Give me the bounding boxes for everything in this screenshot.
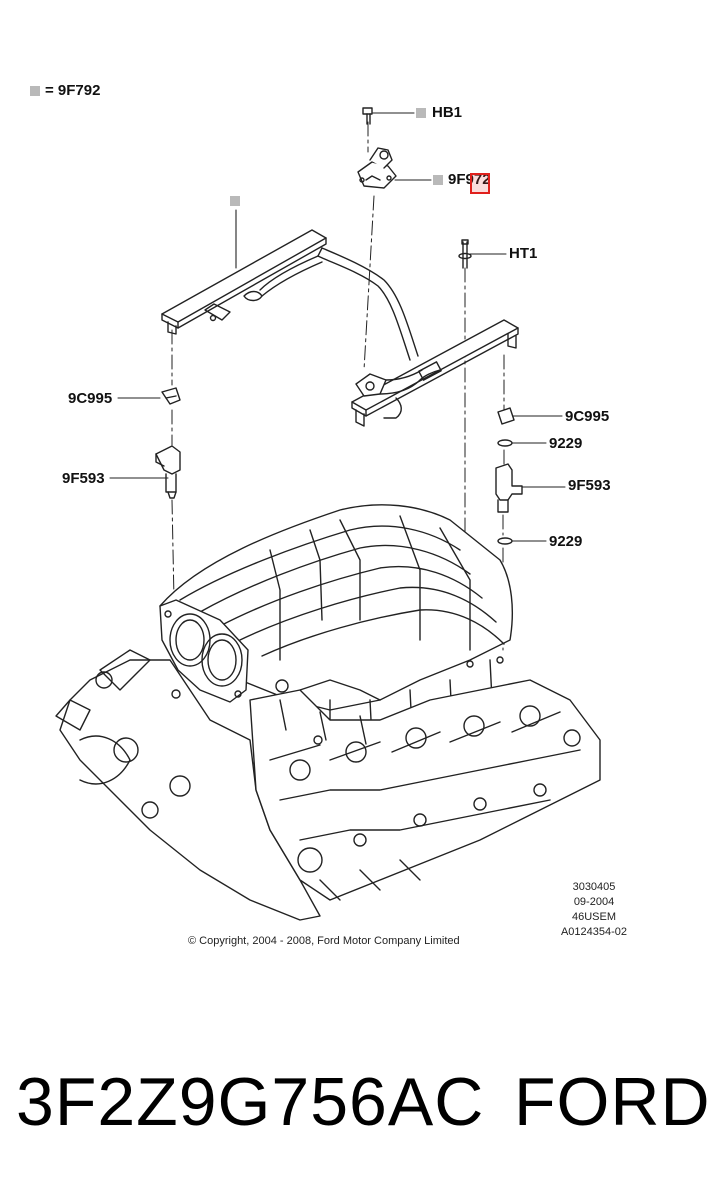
- right-fuel-injector: [495, 463, 523, 513]
- callout-hb1: HB1: [432, 104, 463, 121]
- reference-line-2: 09-2004: [573, 896, 615, 908]
- callout-left-injector: 9F593: [62, 470, 105, 487]
- sensor-marker: [433, 175, 443, 185]
- engine-block: [55, 649, 601, 921]
- callout-oring-lower: 9229: [549, 533, 583, 550]
- right-fuel-rail: [351, 319, 519, 427]
- reference-line-1: 3030405: [572, 881, 616, 893]
- bolt-hb1: [362, 107, 373, 125]
- callout-right-clip: 9C995: [565, 408, 610, 425]
- callout-ht1: HT1: [509, 245, 538, 262]
- highlight-box[interactable]: [470, 173, 490, 194]
- callout-right-injector: 9F593: [568, 477, 611, 494]
- part-number: 3F2Z9G756AC: [16, 1064, 485, 1140]
- left-fuel-injector: [155, 445, 181, 499]
- rail-marker: [230, 196, 240, 206]
- intake-manifold: [159, 504, 514, 741]
- leader-lines: [109, 112, 566, 542]
- bolt-ht1: [458, 239, 472, 269]
- reference-line-4: A0124354-02: [560, 926, 628, 938]
- copyright-text: © Copyright, 2004 - 2008, Ford Motor Com…: [188, 935, 460, 947]
- hb1-marker: [416, 108, 426, 118]
- callout-oring-upper: 9229: [549, 435, 583, 452]
- callout-sensor: 9F972: [448, 171, 491, 188]
- reference-line-3: 46USEM: [571, 911, 617, 923]
- left-fuel-rail: [161, 229, 327, 335]
- reference-block: 3030405 09-2004 46USEM A0124354-02: [552, 880, 636, 940]
- brand-name: FORD: [514, 1064, 708, 1140]
- left-injector-clip: [161, 387, 181, 405]
- callout-left-clip: 9C995: [68, 390, 113, 407]
- right-injector-clip: [497, 407, 515, 425]
- legend-text: = 9F792: [45, 82, 101, 99]
- crossover-tube: [243, 247, 419, 361]
- legend-marker: [30, 86, 40, 96]
- fuel-pressure-sensor: [357, 147, 397, 189]
- o-rings: [497, 439, 513, 545]
